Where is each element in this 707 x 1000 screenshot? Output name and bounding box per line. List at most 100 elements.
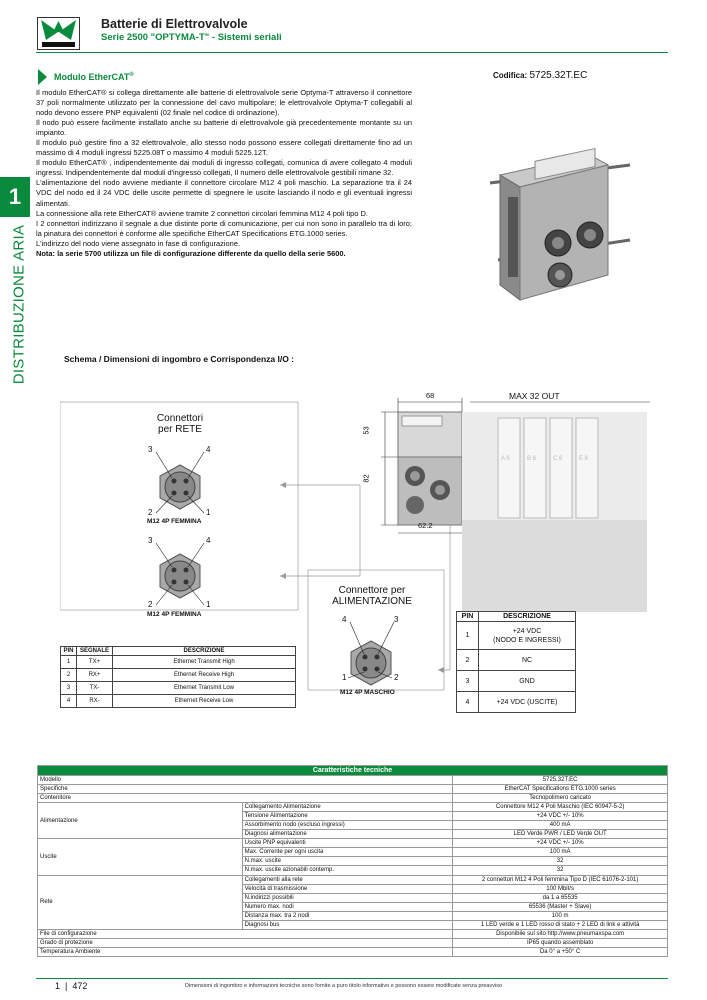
table-row: 4 RX- Ethernet Receive Low: [60, 694, 296, 708]
table-cell: Rete: [37, 874, 243, 930]
table-cell: NC: [478, 649, 576, 671]
pin-label: 3: [394, 615, 399, 624]
table-cell: Ethernet Transmit Low: [112, 681, 296, 695]
table-cell: 100 m: [452, 910, 668, 921]
table-row: 4 +24 VDC (USCITE): [456, 691, 576, 713]
table-cell: 100 Mbit/s: [452, 883, 668, 894]
network-connector-1-type: M12 4P FEMMINA: [147, 518, 202, 525]
table-cell: Alimentazione: [37, 802, 243, 840]
section-arrow-icon: [38, 69, 47, 85]
table-cell: Disponibile sul sito http://www.pneumaxs…: [452, 928, 668, 939]
table-cell: EtherCAT Specifications ETG.1000 series: [452, 784, 668, 795]
pin-label: 1: [342, 673, 347, 682]
table-cell: da 1 a 65535: [452, 892, 668, 903]
table-cell: 4: [456, 691, 479, 713]
pin-label: 2: [394, 673, 399, 682]
table-cell: Temperatura Ambiente: [36, 946, 454, 957]
valve-label: B 6: [527, 456, 537, 462]
pin-label: 4: [206, 536, 211, 545]
table-cell: Numero max. nodi: [241, 901, 454, 912]
pin-label: 1: [206, 508, 211, 517]
table-cell: 3: [60, 681, 77, 695]
table-cell: GND: [478, 670, 576, 692]
table-cell: Tensione Alimentazione: [241, 811, 454, 822]
order-code: Codifica: 5725.32T.EC: [493, 70, 588, 81]
table-row: Assorbimento nodo (escluso ingressi)400 …: [38, 820, 668, 831]
table-cell: Ethernet Receive High: [112, 668, 296, 682]
network-connectors-label: Connettori per RETE: [156, 413, 204, 435]
pneumax-logo: [37, 17, 80, 50]
paragraph: I 2 connettori indirizzano il segnale a …: [36, 218, 412, 238]
table-header-row: PIN DESCRIZIONE: [456, 611, 576, 622]
network-pinout-table: PIN SEGNALE DESCRIZIONE 1 TX+ Ethernet T…: [60, 646, 296, 708]
table-cell: RX+: [76, 668, 113, 682]
dimension-53: 53: [361, 426, 371, 435]
table-cell: 400 mA: [452, 820, 668, 831]
table-header-row: PIN SEGNALE DESCRIZIONE: [60, 646, 296, 656]
pin-label: 4: [206, 445, 211, 454]
product-photo: [480, 135, 648, 303]
table-cell: TX+: [76, 655, 113, 669]
pin-label: 2: [148, 600, 153, 609]
specs-title: Caratteristiche tecniche: [37, 765, 668, 776]
table-cell: Diagnosi bus: [241, 919, 454, 930]
table-cell: Collegamenti alla rete: [241, 874, 454, 885]
table-cell: 65536 (Master + Slave): [452, 901, 668, 912]
valve-label: C 6: [553, 456, 563, 462]
column-header: PIN: [456, 611, 479, 622]
table-cell: 1: [60, 655, 77, 669]
table-cell: RX-: [76, 694, 113, 708]
table-cell: LED Verde PWR / LED Verde OUT: [452, 829, 668, 840]
table-cell: 32: [452, 865, 668, 876]
table-cell: Collegamento Alimentazione: [241, 802, 454, 813]
dimension-62-2: 62.2: [418, 521, 433, 530]
paragraph: Il modulo può gestire fino a 32 elettrov…: [36, 138, 412, 158]
paragraph: La connessione alla rete EtherCAT® avvie…: [36, 208, 368, 218]
dimension-82: 82: [361, 474, 371, 483]
pin-label: 1: [206, 600, 211, 609]
table-cell: 3: [456, 670, 479, 692]
table-cell: Connettore M12 4 Poli Maschio (IEC 60947…: [452, 802, 668, 813]
valve-label: A 6: [501, 456, 510, 462]
table-row: 1 +24 VDC (NODO E INGRESSI): [456, 621, 576, 650]
table-cell: 32: [452, 856, 668, 867]
table-row: 3 GND: [456, 670, 576, 692]
table-cell: Modello: [36, 774, 454, 786]
table-cell: +24 VDC +/- 10%: [452, 811, 668, 822]
table-cell: 2: [60, 668, 77, 682]
paragraph: Il modulo EtherCAT® , indipendentemente …: [36, 158, 412, 178]
table-row: 2 RX+ Ethernet Receive High: [60, 668, 296, 682]
note: Nota: la serie 5700 utilizza un file di …: [36, 248, 346, 258]
table-cell: 100 mA: [452, 847, 668, 858]
footer-divider: [36, 978, 668, 979]
header-divider: [36, 52, 668, 53]
table-cell: Tecnopolimero caricato: [452, 793, 668, 804]
dimension-68: 68: [426, 391, 435, 400]
page-subtitle: Serie 2500 "OPTYMA-T" - Sistemi seriali: [101, 32, 282, 43]
table-cell: Grado di protezione: [36, 937, 454, 948]
pin-label: 4: [342, 615, 347, 624]
table-cell: Uscite PNP equivalenti: [241, 838, 454, 849]
table-cell: Assorbimento nodo (escluso ingressi): [241, 820, 454, 831]
schema-title: Schema / Dimensioni di ingombro e Corris…: [64, 354, 295, 364]
column-header: SEGNALE: [76, 646, 113, 656]
footer-disclaimer: Dimensioni di ingombro e informazioni te…: [185, 983, 503, 989]
power-connector-type: M12 4P MASCHIO: [340, 689, 395, 696]
valve-label: E 6: [579, 456, 589, 462]
table-cell: N.max. uscite: [241, 856, 454, 867]
paragraph: L'indirizzo del nodo viene assegnato in …: [36, 238, 241, 248]
paragraph: Il nodo può essere facilmente installato…: [36, 118, 412, 138]
table-cell: Contenitore: [36, 793, 454, 804]
network-connector-2-type: M12 4P FEMMINA: [147, 611, 202, 618]
